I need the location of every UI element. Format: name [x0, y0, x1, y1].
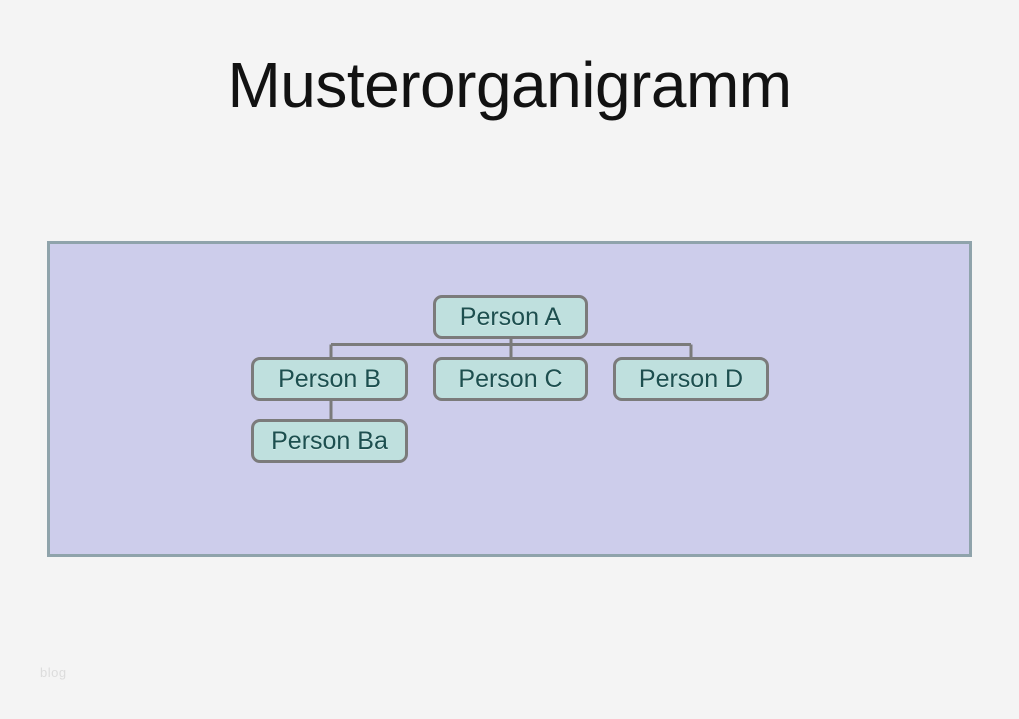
org-node-person-a[interactable]: Person A: [433, 295, 588, 339]
org-node-person-b[interactable]: Person B: [251, 357, 408, 401]
page-title: Musterorganigramm: [227, 49, 792, 121]
org-node-label: Person A: [459, 302, 562, 331]
org-node-person-d[interactable]: Person D: [613, 357, 769, 401]
org-node-label: Person D: [638, 364, 744, 393]
org-node-label: Person B: [278, 364, 381, 393]
org-node-label: Person Ba: [271, 426, 388, 455]
watermark-text: blog: [40, 665, 67, 680]
org-node-label: Person C: [458, 364, 563, 393]
org-node-person-c[interactable]: Person C: [433, 357, 588, 401]
org-node-person-ba[interactable]: Person Ba: [251, 419, 408, 463]
